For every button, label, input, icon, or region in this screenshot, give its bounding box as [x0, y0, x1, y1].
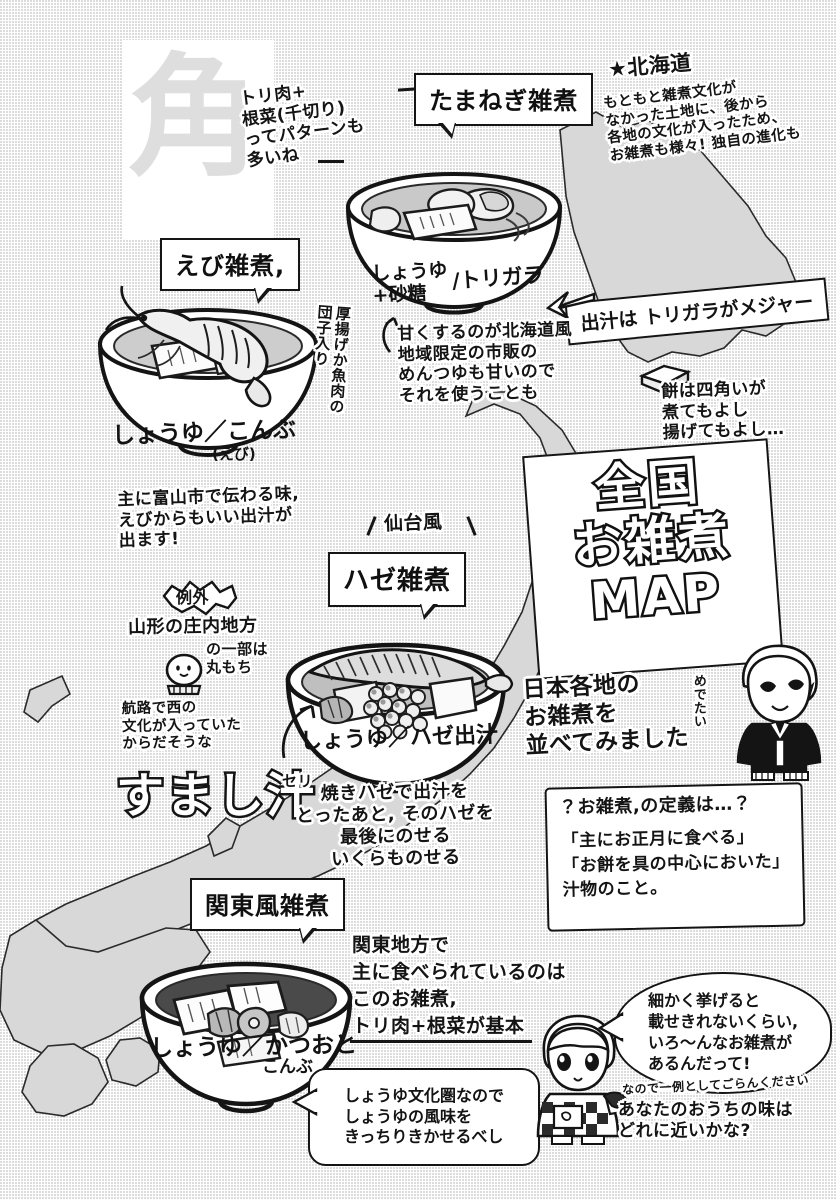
- big-text-sumashi: すまし汁: [113, 766, 317, 827]
- reigai-burst-shape: [162, 580, 238, 616]
- bowl-tamanegi: [330, 155, 580, 320]
- pointer-tail: [299, 927, 317, 944]
- bowl-ebi: [84, 280, 334, 465]
- watermark-panel: [122, 40, 274, 240]
- mochi-square-icon: [638, 364, 692, 397]
- label-box-kanto: 関東風雑煮: [190, 878, 345, 944]
- label-box-haze: ハゼ雑煮: [328, 552, 467, 620]
- bowl-label-kanto: しょうゆ／かつおと: [149, 1032, 358, 1062]
- bubble-shoyu-text: しょうゆ文化圏なので しょうゆの風味を きっちりきかせるべし: [343, 1085, 504, 1147]
- annotation-sendai-style: 仙台風: [383, 510, 443, 536]
- bubble-shoyu-culture: しょうゆ文化圏なので しょうゆの風味を きっちりきかせるべし: [308, 1068, 540, 1166]
- badge-reigai: 例外: [176, 588, 210, 607]
- bowl-kanto: [128, 938, 364, 1118]
- annotation-yamagata-sub: の一部は 丸もち: [206, 640, 269, 677]
- definition-question: ？お雑煮,の定義は…？: [558, 793, 752, 819]
- annotation-yamagata: 山形の庄内地方: [127, 614, 258, 639]
- annotation-kanto-body: 関東地方で 主に食べられているのは このお雑煮, トリ肉+根菜が基本: [352, 934, 566, 1037]
- label-box-tamanegi: たまねぎ雑煮: [414, 73, 594, 139]
- pointer-tail: [254, 287, 273, 304]
- chibi-character-formal: [736, 644, 822, 781]
- underline-kanto: [350, 1040, 532, 1043]
- map-title-stack: 全国 お雑煮 MAP: [525, 448, 779, 633]
- label-text-tamanegi: たまねぎ雑煮: [429, 87, 579, 115]
- pointer-tail: [438, 122, 456, 139]
- round-mochi-mascot: [165, 653, 203, 696]
- bowl-label-ebi-sub: (えび): [212, 445, 256, 463]
- bubble-komakaku: 細かく挙げると 載せきれないくらい, いろ～んなお雑煮が あるんだって!: [614, 972, 832, 1094]
- bubble-tail-komakaku: [598, 1011, 624, 1043]
- label-box-ebi: えび雑煮,: [160, 238, 301, 304]
- annotation-mochi: 餅は四角いが 煮てもよし 揚げてもよし…: [660, 378, 785, 444]
- watermark-char: 角: [128, 41, 260, 195]
- definition-box: ？お雑煮,の定義は…？ 「主にお正月に食べる」 「お餅を具の中心においた」 汁物…: [544, 782, 806, 932]
- annotation-seri: セリ: [282, 772, 314, 790]
- annotation-medetai: めでたい: [690, 674, 706, 728]
- label-text-haze: ハゼ雑煮: [343, 566, 452, 596]
- annotation-atsuage: 厚揚げか魚肉の 団子入り: [311, 303, 353, 415]
- label-text-ebi: えび雑煮,: [175, 252, 286, 280]
- bowl-haze: [272, 618, 522, 798]
- chibi-character-girl: [536, 1014, 628, 1145]
- bubble-komakaku-text: 細かく挙げると 載せきれないくらい, いろ～んなお雑煮が あるんだって!: [647, 991, 799, 1073]
- annotation-toyama: 主に富山市で伝わる味, えびからもいい出汁が 出ます!: [116, 483, 300, 552]
- pointer-tail: [420, 603, 439, 620]
- annotation-haze-dashi: 焼きハゼで出汁を とったあと, そのハゼを 最後にのせる いくらものせる: [295, 780, 495, 870]
- bowl-label-kanto-sub: こんぶ: [262, 1057, 313, 1077]
- arrow-to-hokkaido: [545, 291, 596, 320]
- bubble-tail-shoyu: [292, 1087, 318, 1117]
- annotation-amaku: 甘くするのが北海道風 地域限定の市販の めんつゆも甘いので それを使うことも: [396, 319, 573, 407]
- definition-body: 「主にお正月に食べる」 「お餅を具の中心においた」 汁物のこと。: [561, 827, 790, 901]
- label-text-kanto: 関東風雑煮: [205, 892, 330, 920]
- annotation-anata: あなたのおうちの味は どれに近いかな?: [618, 1100, 793, 1141]
- bowl-label-tamanegi: しょうゆ +砂糖: [370, 259, 448, 307]
- annotation-yamagata-reason: 航路で西の 文化が入っていた からだそうな: [121, 699, 242, 753]
- annotation-nihon-kakuchi: 日本各地の お雑煮を 並べてみました: [521, 671, 690, 760]
- arrow-to-haze-bowl: [281, 704, 316, 759]
- arrow-up-amaku: [382, 316, 400, 353]
- tick-mark-torinku: [318, 160, 344, 163]
